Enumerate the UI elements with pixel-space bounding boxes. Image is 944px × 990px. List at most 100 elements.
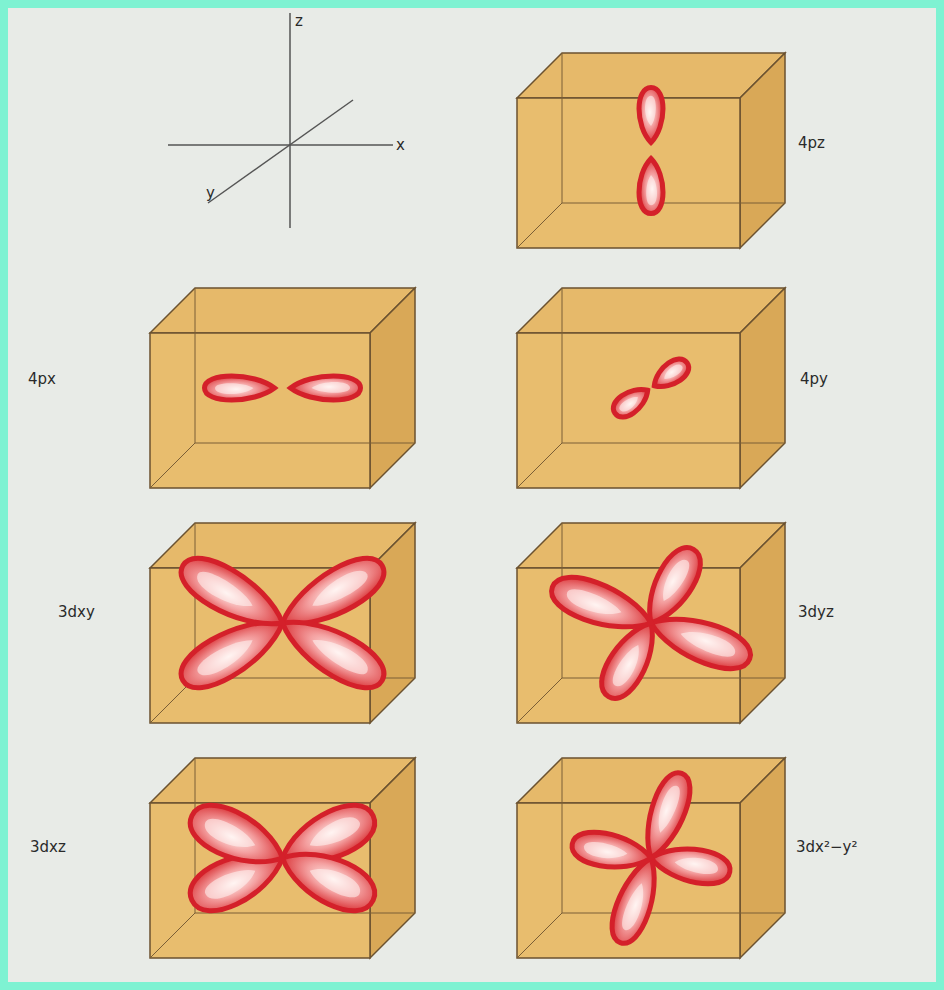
lobe-shape bbox=[182, 795, 292, 878]
cube-side bbox=[740, 523, 785, 723]
orbital-lobe bbox=[205, 376, 275, 400]
orbital-lobe bbox=[272, 605, 393, 699]
lobe-highlight bbox=[305, 812, 363, 854]
cube-box bbox=[517, 523, 785, 723]
orbital-lobe bbox=[639, 88, 663, 143]
axis-label: y bbox=[206, 184, 215, 202]
orbital-lobe bbox=[569, 828, 654, 874]
cube-front bbox=[517, 803, 740, 958]
lobe-shape bbox=[648, 842, 733, 888]
cube-top bbox=[517, 288, 785, 333]
orbital-lobe bbox=[273, 838, 383, 921]
lobe-shape bbox=[569, 828, 654, 874]
lobe-shape bbox=[291, 376, 361, 400]
cube-box bbox=[150, 523, 415, 723]
lobe-highlight bbox=[646, 175, 657, 205]
lobe-shape bbox=[205, 376, 275, 400]
axis-line bbox=[289, 13, 291, 228]
cube-edge bbox=[150, 913, 195, 958]
cube-side bbox=[740, 288, 785, 488]
lobe-shape bbox=[273, 838, 383, 921]
lobe-highlight bbox=[193, 567, 257, 615]
orbital-label: 3dxy bbox=[58, 603, 95, 621]
lobe-highlight bbox=[194, 633, 258, 681]
orbital-label: 4py bbox=[800, 370, 828, 388]
cube-edge bbox=[517, 443, 562, 488]
cube-front bbox=[150, 333, 370, 488]
cube-edge bbox=[517, 203, 562, 248]
axis-line bbox=[208, 100, 353, 203]
cube-top bbox=[517, 758, 785, 803]
orbital-lobe bbox=[644, 605, 756, 678]
lobe-highlight bbox=[312, 382, 351, 393]
axis-system bbox=[168, 13, 393, 228]
orbital-label: 3dx²−y² bbox=[796, 838, 857, 856]
lobe-shape bbox=[644, 605, 756, 678]
lobe-shape bbox=[546, 569, 658, 642]
lobe-highlight bbox=[202, 863, 260, 905]
orbital-illustration bbox=[8, 8, 936, 982]
lobe-highlight bbox=[673, 854, 719, 876]
lobe-shape bbox=[609, 382, 654, 422]
cube-box bbox=[517, 758, 785, 958]
cube-box bbox=[150, 288, 415, 488]
cube-box bbox=[517, 53, 785, 248]
orbital-label: 4px bbox=[28, 370, 56, 388]
lobe-highlight bbox=[564, 585, 624, 621]
cube-edge bbox=[195, 913, 415, 914]
orbital-label: 3dyz bbox=[798, 603, 834, 621]
orbital-label: 3dxz bbox=[30, 838, 66, 856]
orbital-lobe bbox=[648, 354, 693, 394]
cube-edge bbox=[562, 53, 563, 203]
lobe-highlight bbox=[306, 860, 364, 902]
orbital-label: 4pz bbox=[798, 134, 825, 152]
lobe-highlight bbox=[609, 641, 646, 690]
diagram-ground: z x y 4pz 4px 4py 3dxy 3dyz 3dxz 3dx²−y² bbox=[8, 8, 936, 982]
axis-label: x bbox=[396, 136, 405, 154]
lobe-highlight bbox=[645, 96, 656, 126]
cube-edge bbox=[517, 913, 562, 958]
cube-edge bbox=[195, 288, 196, 443]
cube-box bbox=[150, 758, 415, 958]
cube-edge bbox=[562, 758, 563, 913]
cube-front bbox=[517, 568, 740, 723]
lobe-highlight bbox=[619, 881, 650, 933]
cube-top bbox=[150, 758, 415, 803]
lobe-highlight bbox=[215, 383, 254, 394]
axis-label: z bbox=[295, 12, 303, 30]
lobe-shape bbox=[648, 354, 693, 394]
lobe-highlight bbox=[583, 840, 629, 862]
lobe-highlight bbox=[678, 625, 738, 661]
cube-front bbox=[517, 98, 740, 248]
lobe-shape bbox=[272, 605, 393, 699]
orbital-lobe bbox=[291, 376, 361, 400]
cube-edge bbox=[150, 443, 195, 488]
axis-line bbox=[168, 144, 393, 146]
cube-edge bbox=[562, 203, 785, 204]
cube-side bbox=[370, 758, 415, 958]
orbital-lobe bbox=[609, 382, 654, 422]
orbital-lobe bbox=[546, 569, 658, 642]
cube-edge bbox=[562, 288, 563, 443]
lobe-highlight bbox=[652, 783, 683, 835]
cube-side bbox=[370, 523, 415, 723]
cube-front bbox=[517, 333, 740, 488]
cube-edge bbox=[562, 913, 785, 914]
lobe-shape bbox=[639, 88, 663, 143]
cube-side bbox=[370, 288, 415, 488]
lobe-highlight bbox=[308, 631, 372, 679]
orbital-lobe bbox=[172, 547, 293, 641]
cube-edge bbox=[517, 678, 562, 723]
cube-top bbox=[517, 523, 785, 568]
cube-side bbox=[740, 758, 785, 958]
cube-edge bbox=[562, 443, 785, 444]
lobe-highlight bbox=[656, 556, 693, 605]
cube-side bbox=[740, 53, 785, 248]
orbital-lobe bbox=[182, 795, 292, 878]
cube-edge bbox=[562, 678, 785, 679]
cube-box bbox=[517, 288, 785, 488]
orbital-lobe bbox=[648, 842, 733, 888]
lobe-shape bbox=[172, 547, 293, 641]
lobe-highlight bbox=[201, 814, 259, 856]
lobe-highlight bbox=[307, 565, 371, 613]
